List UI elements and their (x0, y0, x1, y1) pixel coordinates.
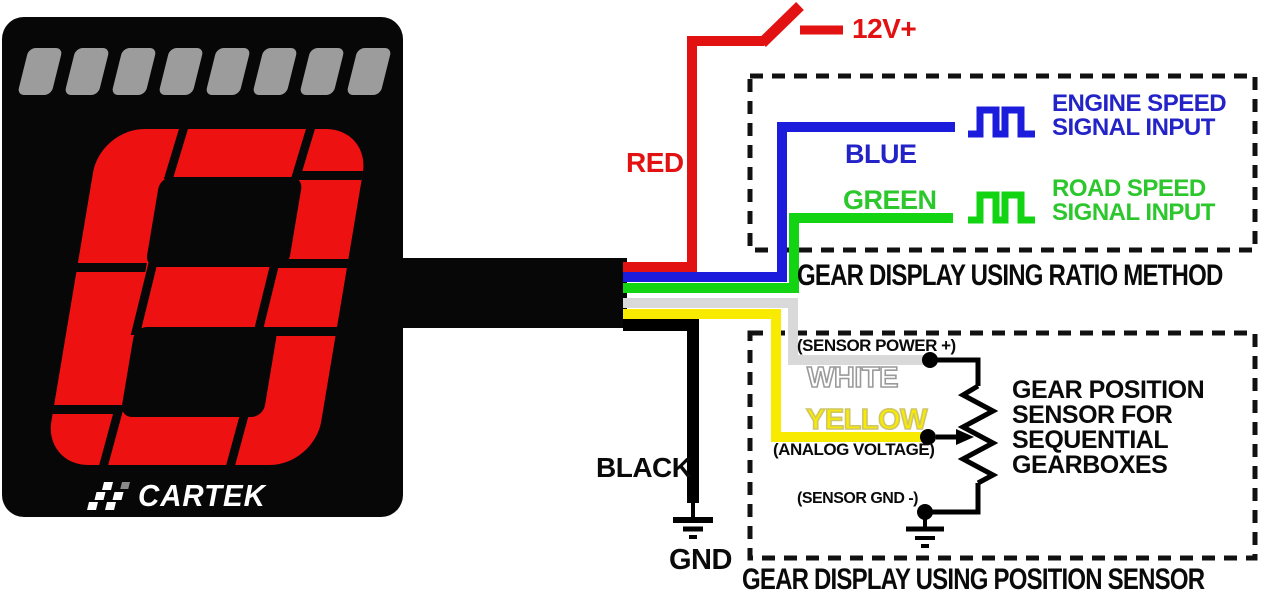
potentiometer-icon (957, 383, 999, 486)
ignition-switch-blade (758, 2, 804, 47)
power-label: 12V+ (852, 13, 917, 44)
blue-wire (623, 122, 955, 282)
gnd-label: GND (669, 544, 732, 576)
analog-voltage-label: (ANALOG VOLTAGE) (773, 440, 935, 459)
green-wire-label: GREEN (843, 185, 937, 215)
seven-segment-digit (44, 127, 370, 467)
road-speed-square-wave-icon (968, 191, 1035, 224)
black-wire (623, 319, 699, 503)
blue-wire-label: BLUE (845, 139, 917, 169)
red-wire (623, 36, 764, 272)
white-wire (623, 298, 928, 365)
red-wire-label: RED (626, 147, 684, 178)
analog-voltage-node (920, 429, 936, 445)
position-sensor-box (747, 330, 1258, 561)
yellow-wire (623, 309, 926, 442)
sensor-gnd-node (917, 504, 933, 520)
cartek-logo-text: CARTEK (138, 478, 266, 513)
sensor-power-label: (SENSOR POWER +) (797, 336, 956, 355)
position-sensor-circuit (925, 357, 999, 515)
sensor-power-node (922, 352, 938, 368)
ratio-method-title: GEAR DISPLAY USING RATIO METHOD (797, 259, 1223, 292)
cartek-checkered-flag-icon (87, 482, 130, 510)
green-wire (623, 213, 953, 293)
yellow-wire-label: YELLOW (805, 403, 928, 437)
engine-speed-square-wave-icon (968, 106, 1035, 138)
sensor-gnd-label: (SENSOR GND -) (797, 490, 919, 507)
road-speed-label: ROAD SPEED SIGNAL INPUT (1052, 175, 1215, 226)
white-wire-label: WHITE (806, 361, 899, 395)
gnd-ground-symbol (673, 503, 713, 539)
seven-segment-digit-svg (50, 127, 366, 467)
position-sensor-title: GEAR DISPLAY USING POSITION SENSOR (742, 563, 1205, 594)
ratio-method-box (747, 73, 1258, 253)
engine-speed-label: ENGINE SPEED SIGNAL INPUT (1052, 90, 1227, 141)
gear-display-device: CARTEK (2, 17, 403, 517)
cartek-logo: CARTEK (86, 477, 326, 515)
wiper-arrowhead-icon (956, 429, 974, 445)
gear-position-sensor-label: GEAR POSITION SENSOR FOR SEQUENTIAL GEAR… (1012, 376, 1205, 479)
black-wire-label: BLACK (596, 452, 692, 483)
sensor-ground-symbol (906, 518, 944, 548)
cable-connector (395, 258, 627, 328)
